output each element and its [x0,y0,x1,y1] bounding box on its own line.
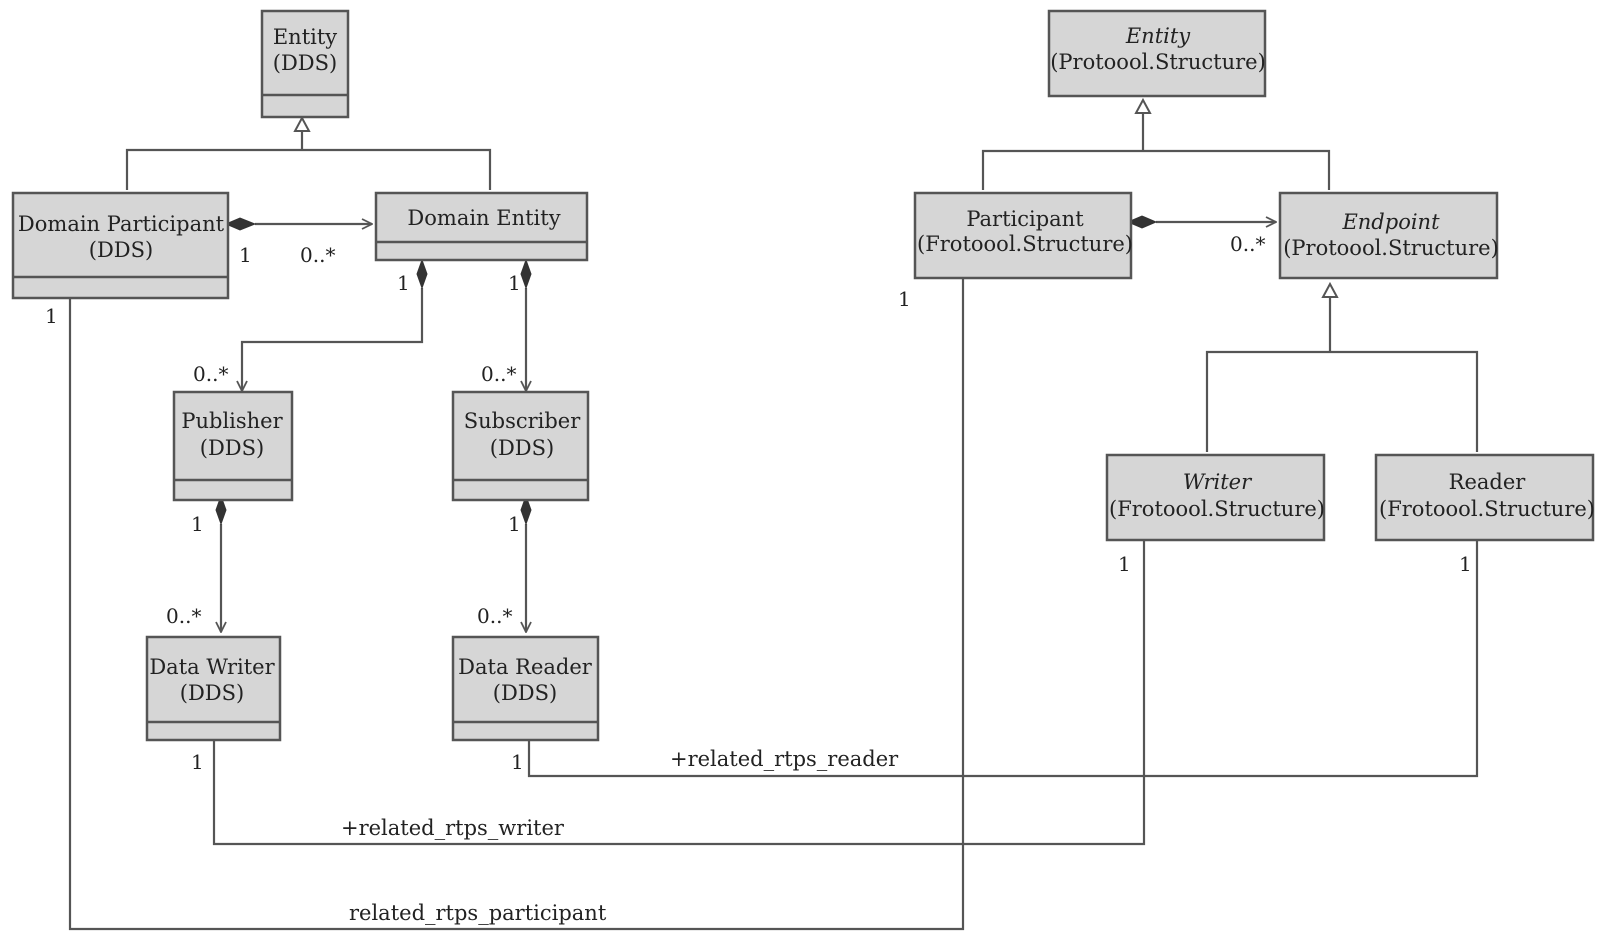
association-related-rtps-participant [68,279,965,931]
class-name-domain-entity: Domain Entity [407,206,560,230]
multiplicity-sub-dr-source: 1 [508,512,521,536]
class-box-reader [1374,453,1595,542]
class-boxes [11,9,1595,742]
class-name-entity-rtps: Entity [1125,24,1191,48]
composition-diamond-de-pub [416,258,428,290]
class-stereotype-entity-dds: (DDS) [273,51,337,75]
class-box-domain-entity [374,191,589,262]
multiplicity-dp-participant-end: 1 [45,304,58,328]
class-stereotype-reader: (Frotoool.Structure) [1379,497,1595,521]
multiplicity-dw-writer-end: 1 [191,750,204,774]
composition-diamond-sub [520,494,532,526]
class-name-reader: Reader [1449,470,1527,494]
association-related-rtps-writer [212,541,1146,846]
class-name-publisher: Publisher [181,409,283,433]
association-label-participant: related_rtps_participant [349,901,607,925]
class-box-entity-dds [260,9,350,119]
class-stereotype-domain-participant: (DDS) [89,238,153,262]
class-name-subscriber: Subscriber [464,409,582,433]
generalization-arrowhead-rtps [1134,97,1152,114]
multiplicity-pub-dw-source: 1 [191,512,204,536]
class-name-participant: Participant [966,207,1084,231]
generalization-dds-entity [125,148,492,190]
class-labels: Entity (DDS) Domain Participant (DDS) Do… [18,24,1595,705]
multiplicities: 1 0..* 1 1 0..* 0..* 1 0..* 1 0..* 1 1 1… [45,232,1472,774]
class-name-data-reader: Data Reader [458,655,593,679]
multiplicity-dp-de-target: 0..* [300,243,335,267]
association-related-rtps-reader [527,541,1479,778]
class-stereotype-entity-rtps: (Protoool.Structure) [1050,50,1266,74]
generalization-arrowhead-endpoint [1321,281,1339,298]
multiplicity-participant-end: 1 [898,287,911,311]
class-stereotype-data-reader: (DDS) [493,681,557,705]
class-stereotype-endpoint: (Protoool.Structure) [1283,236,1499,260]
multiplicity-dp-de-source: 1 [239,243,252,267]
multiplicity-reader-end: 1 [1459,552,1472,576]
association-label-writer: +related_rtps_writer [341,816,565,840]
class-stereotype-subscriber: (DDS) [490,436,554,460]
class-name-entity-dds: Entity [273,25,337,49]
multiplicity-de-pub-source: 1 [397,271,410,295]
class-name-writer: Writer [1183,470,1253,494]
generalization-arrowhead-dds [293,115,311,132]
class-box-writer [1105,453,1326,542]
connectors [68,97,1479,931]
multiplicity-de-sub-source: 1 [508,271,521,295]
composition-diamond-pub [215,494,227,526]
class-box-publisher [172,390,294,502]
class-stereotype-data-writer: (DDS) [180,681,244,705]
composition-diamond-dp [224,217,257,231]
multiplicity-dr-reader-end: 1 [511,750,524,774]
generalization-rtps-entity [981,149,1331,190]
class-stereotype-participant: (Frotoool.Structure) [917,232,1133,256]
class-name-domain-participant: Domain Participant [18,212,225,236]
multiplicity-dw-target: 0..* [166,604,201,628]
class-name-data-writer: Data Writer [149,655,275,679]
association-labels: +related_rtps_reader +related_rtps_write… [341,747,899,925]
association-label-reader: +related_rtps_reader [670,747,899,771]
class-name-endpoint: Endpoint [1341,210,1440,234]
composition-de-pub [242,288,424,391]
generalization-endpoint [1205,350,1479,452]
class-box-subscriber [451,390,590,502]
multiplicity-pub-target: 0..* [193,362,228,386]
class-box-participant [913,191,1133,280]
class-box-domain-participant [11,191,230,300]
class-stereotype-writer: (Frotoool.Structure) [1109,497,1325,521]
class-stereotype-publisher: (DDS) [200,436,264,460]
multiplicity-participant-endpoint-target: 0..* [1230,232,1265,256]
composition-diamond-participant [1126,215,1158,229]
multiplicity-writer-end: 1 [1118,552,1131,576]
multiplicity-sub-target: 0..* [481,362,516,386]
class-box-entity-rtps [1047,9,1267,98]
multiplicity-dr-target: 0..* [477,604,512,628]
composition-diamond-de-sub [520,258,532,290]
class-box-endpoint [1278,191,1499,280]
